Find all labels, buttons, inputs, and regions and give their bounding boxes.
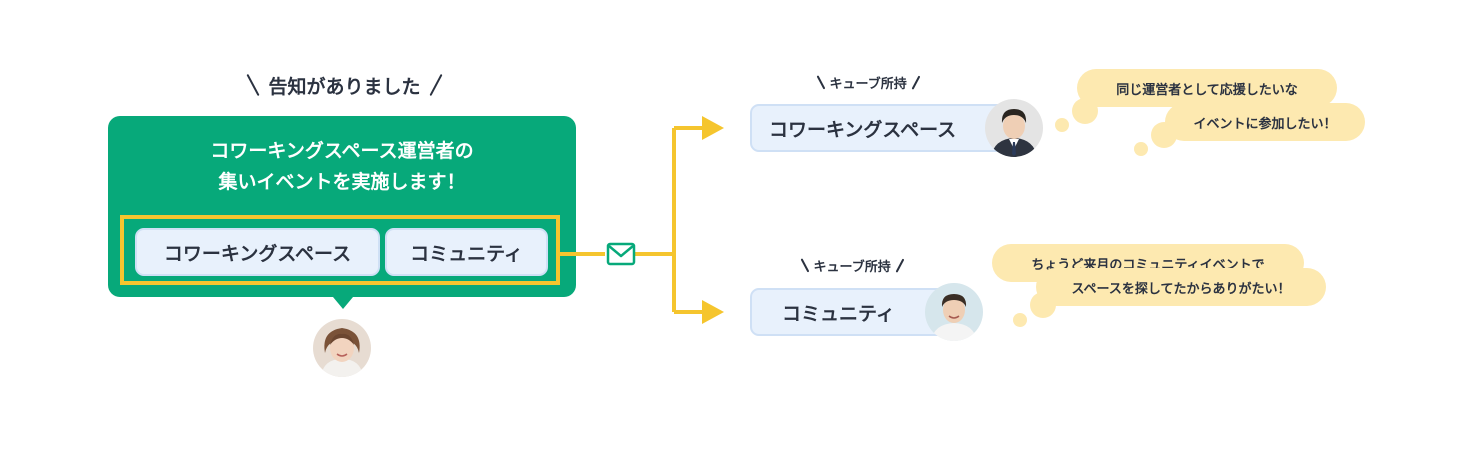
recipient-1-label-text: キューブ所持 — [829, 77, 907, 92]
thought-text: イベントに参加したい！ — [1193, 116, 1337, 132]
sender-avatar — [313, 319, 371, 377]
thought-text: 同じ運営者として応援したいな — [1116, 82, 1298, 98]
thought-dot — [1013, 313, 1027, 327]
tag-highlight-frame — [120, 215, 560, 285]
recipient-2-thought-2: スペースを探してたからありがたい！ — [1036, 268, 1326, 306]
announcement-heading: 告知がありました — [232, 70, 457, 100]
recipient-2-label: キューブ所持 — [800, 256, 904, 275]
recipient-2-tag: コミュニティ — [750, 288, 955, 336]
card-line-1: コワーキングスペース運営者の — [210, 140, 474, 162]
recipient-1-avatar — [985, 99, 1043, 157]
tag-coworking-space: コワーキングスペース — [135, 228, 380, 276]
thought-dot — [1134, 142, 1148, 156]
recipient-2-label-text: キューブ所持 — [813, 260, 891, 275]
mail-icon — [605, 240, 636, 268]
announcement-heading-text: 告知がありました — [268, 75, 421, 98]
recipient-1-thought-2: イベントに参加したい！ — [1165, 103, 1365, 141]
announcement-card-tail — [333, 297, 353, 309]
thought-text: スペースを探してたからありがたい！ — [1071, 281, 1291, 297]
tag-community: コミュニティ — [385, 228, 548, 276]
recipient-2-avatar — [925, 283, 983, 341]
recipient-1-label: キューブ所持 — [816, 73, 920, 92]
card-line-2: 集いイベントを実施します！ — [218, 171, 466, 193]
thought-dot — [1055, 118, 1069, 132]
arrow-right-icon — [702, 116, 724, 140]
connector-lines — [560, 126, 704, 314]
recipient-1-thought-1: 同じ運営者として応援したいな — [1077, 69, 1337, 107]
announcement-card-text: コワーキングスペース運営者の 集いイベントを実施します！ — [108, 136, 576, 198]
arrow-right-icon — [702, 300, 724, 324]
recipient-1-tag: コワーキングスペース — [750, 104, 1022, 152]
